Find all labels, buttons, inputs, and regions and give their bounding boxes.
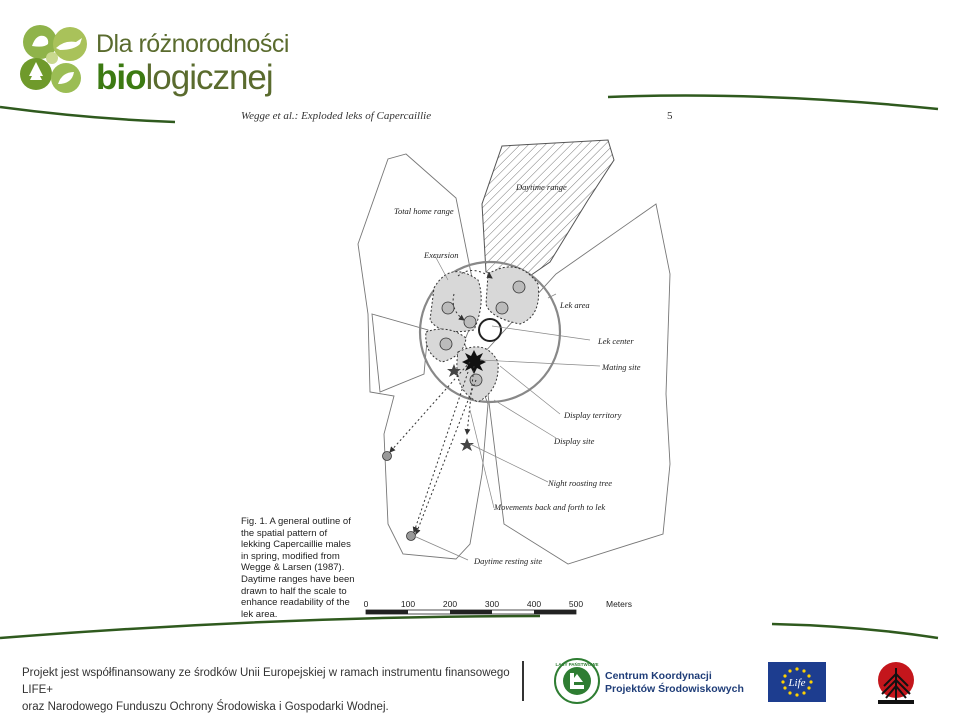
lp-logo-text: LASY PAŃSTWOWE — [555, 660, 598, 667]
daytime-resting-site — [406, 531, 416, 541]
left-range-outline — [371, 313, 429, 393]
scale-tick-100: 100 — [401, 599, 415, 609]
scale-bar: 0 100 200 300 400 500 Meters — [364, 599, 632, 615]
label-display-site: Display site — [553, 436, 595, 446]
scale-tick-500: 500 — [569, 599, 583, 609]
label-movements: Movements back and forth to lek — [493, 502, 605, 512]
ckps-logo-text: Centrum Koordynacji Projektów Środowisko… — [605, 670, 744, 696]
daytime-resting-site — [382, 451, 392, 461]
figure-caption: Fig. 1. A general outline of the spatial… — [241, 516, 355, 620]
logo-text-rest: logicznej — [145, 58, 273, 97]
top-decorative-lines — [0, 94, 939, 124]
display-site — [439, 337, 453, 351]
label-display-territory: Display territory — [563, 410, 622, 420]
logo-emblem — [20, 25, 87, 93]
lek-area-circle — [418, 260, 562, 404]
lasy-panstwowe-logo: LASY PAŃSTWOWE — [554, 658, 600, 704]
lek-center-circle — [478, 318, 502, 342]
footer-funding-text: Projekt jest współfinansowany ze środków… — [22, 665, 512, 716]
movement-paths — [389, 270, 493, 535]
scale-unit: Meters — [606, 599, 632, 609]
night-roosting-tree-star — [460, 438, 474, 451]
display-site — [512, 280, 526, 294]
ckps-line1: Centrum Koordynacji — [605, 670, 712, 682]
mating-site-marker — [462, 350, 486, 374]
display-site — [441, 301, 455, 315]
footer-divider — [522, 661, 524, 701]
label-mating-site: Mating site — [601, 362, 641, 372]
daytime-range-hatched — [481, 139, 615, 281]
project-logo: Dla różnorodności biologicznej — [18, 20, 290, 100]
right-range-outline — [482, 203, 671, 565]
scale-tick-200: 200 — [443, 599, 457, 609]
logo-text-line1: Dla różnorodności — [96, 30, 290, 58]
lek-diagram: Daytime range Total home range Excursion… — [357, 139, 671, 566]
logo-text-bold: bio — [96, 58, 146, 97]
figure-page-header: Wegge et al.: Exploded leks of Capercail… — [241, 110, 432, 122]
label-night-roosting-tree: Night roosting tree — [547, 478, 612, 488]
label-excursion: Excursion — [423, 250, 458, 260]
scale-tick-0: 0 — [364, 599, 369, 609]
label-daytime-range: Daytime range — [515, 182, 567, 192]
nfosigw-logo — [878, 662, 914, 704]
eu-life-logo: Life — [768, 662, 826, 702]
butterfly-icon — [46, 52, 58, 64]
scale-tick-400: 400 — [527, 599, 541, 609]
display-site — [495, 301, 509, 315]
night-roost-marker — [447, 364, 461, 377]
footer-line1: Projekt jest współfinansowany ze środków… — [22, 667, 510, 696]
figure-page-number: 5 — [667, 110, 673, 122]
label-daytime-resting-site: Daytime resting site — [473, 556, 542, 566]
scale-tick-300: 300 — [485, 599, 499, 609]
eu-life-text: Life — [787, 677, 805, 689]
label-total-home-range: Total home range — [394, 206, 454, 216]
logo-text-line2: biologicznej — [96, 58, 274, 97]
leader-lines — [413, 253, 601, 561]
label-lek-center: Lek center — [597, 336, 634, 346]
ckps-line2: Projektów Środowiskowych — [605, 683, 744, 695]
display-site — [463, 315, 477, 329]
eu-flag-icon: Life — [768, 662, 826, 702]
footer-line2: oraz Narodowego Funduszu Ochrony Środowi… — [22, 701, 389, 713]
label-lek-area: Lek area — [559, 300, 590, 310]
bottom-decorative-lines — [0, 614, 939, 640]
